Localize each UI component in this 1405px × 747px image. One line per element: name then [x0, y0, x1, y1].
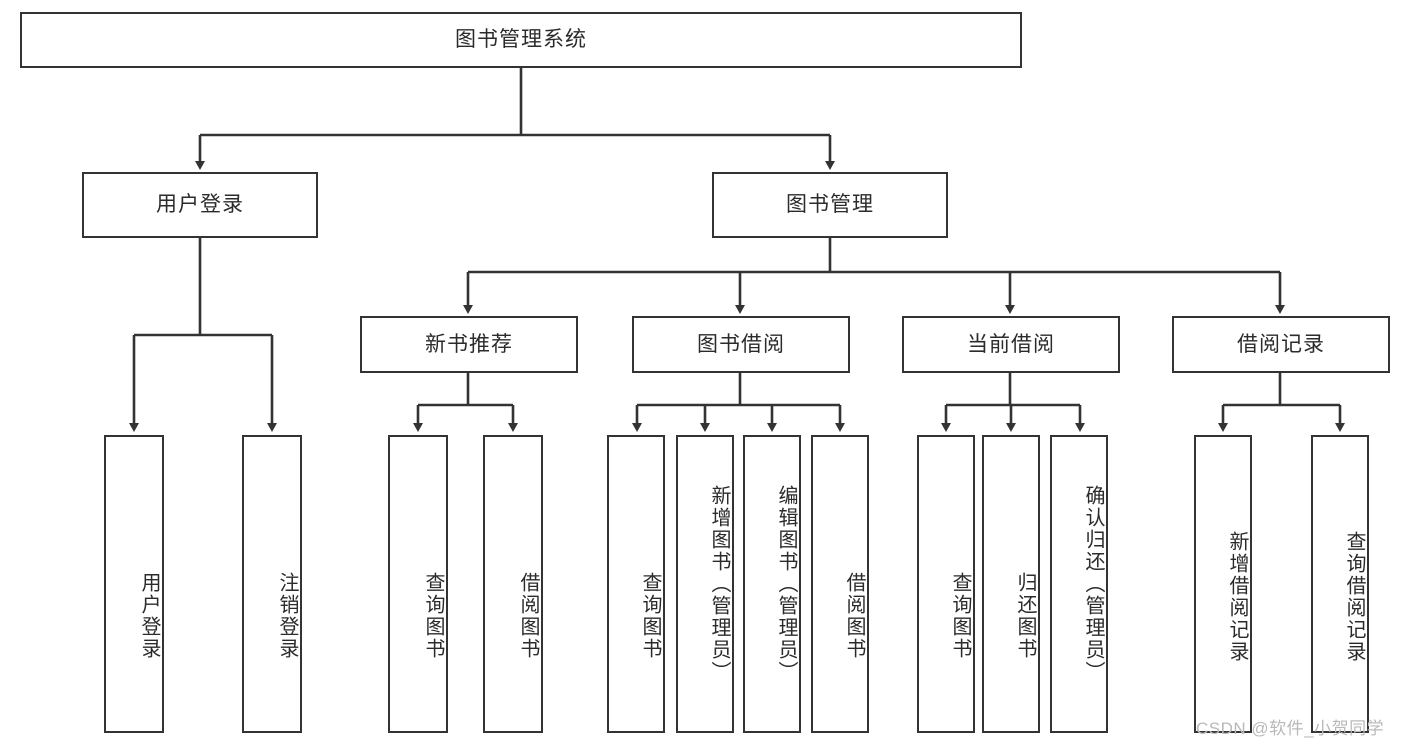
node-borrow-record[interactable]: 借阅记录	[1172, 316, 1390, 373]
node-label: 用户登录	[156, 193, 244, 217]
node-leaf-return-book[interactable]: 归还图书	[982, 435, 1040, 733]
node-label: 借阅图书	[843, 572, 865, 660]
node-label: 图书借阅	[697, 332, 785, 356]
node-label: 图书管理系统	[455, 28, 587, 52]
node-label: 注销登录	[276, 572, 298, 660]
node-label: 用户登录	[138, 572, 160, 660]
node-leaf-query-book-current[interactable]: 查询图书	[917, 435, 975, 733]
node-leaf-edit-book-admin[interactable]: 编辑图书（管理员）	[743, 435, 801, 733]
node-leaf-query-book-recommend[interactable]: 查询图书	[388, 435, 448, 733]
node-label: 借阅图书	[517, 572, 539, 660]
node-current-borrow[interactable]: 当前借阅	[902, 316, 1120, 373]
node-leaf-borrow-book[interactable]: 借阅图书	[811, 435, 869, 733]
node-label: 新书推荐	[425, 332, 513, 356]
node-root-book-management-system[interactable]: 图书管理系统	[20, 12, 1022, 68]
node-label: 新增借阅记录	[1226, 531, 1248, 663]
node-label: 查询图书	[949, 572, 971, 660]
node-label: 查询图书	[639, 572, 661, 660]
node-label: 查询图书	[422, 572, 444, 660]
node-label: 新增图书（管理员）	[708, 485, 730, 683]
node-leaf-user-login[interactable]: 用户登录	[104, 435, 164, 733]
node-leaf-query-borrow-record[interactable]: 查询借阅记录	[1311, 435, 1369, 733]
node-leaf-query-book-borrow[interactable]: 查询图书	[607, 435, 665, 733]
node-user-login[interactable]: 用户登录	[82, 172, 318, 238]
node-leaf-add-book-admin[interactable]: 新增图书（管理员）	[676, 435, 734, 733]
node-label: 查询借阅记录	[1343, 531, 1365, 663]
node-label: 借阅记录	[1237, 332, 1325, 356]
node-label: 图书管理	[786, 193, 874, 217]
node-book-borrow[interactable]: 图书借阅	[632, 316, 850, 373]
node-leaf-logout[interactable]: 注销登录	[242, 435, 302, 733]
node-leaf-confirm-return-admin[interactable]: 确认归还（管理员）	[1050, 435, 1108, 733]
node-leaf-add-borrow-record[interactable]: 新增借阅记录	[1194, 435, 1252, 733]
node-label: 确认归还（管理员）	[1082, 485, 1104, 683]
node-new-book-recommend[interactable]: 新书推荐	[360, 316, 578, 373]
node-label: 归还图书	[1014, 572, 1036, 660]
node-book-management[interactable]: 图书管理	[712, 172, 948, 238]
watermark-text: CSDN @软件_小贺同学	[1196, 719, 1385, 738]
node-leaf-borrow-book-recommend[interactable]: 借阅图书	[483, 435, 543, 733]
node-label: 编辑图书（管理员）	[775, 485, 797, 683]
node-label: 当前借阅	[967, 332, 1055, 356]
